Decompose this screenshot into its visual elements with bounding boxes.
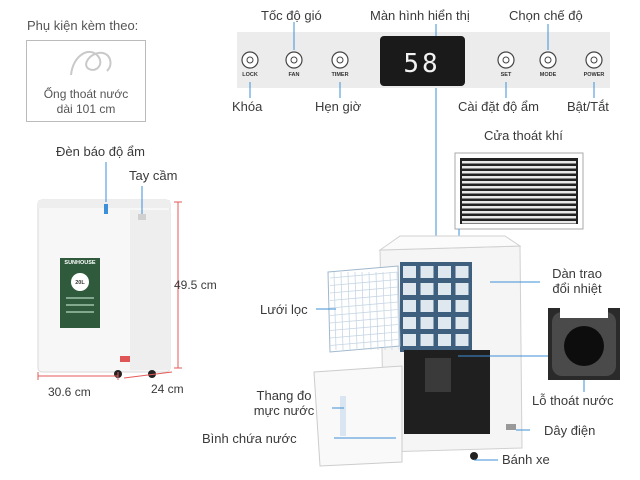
- mode-select-label: Chọn chế độ: [509, 8, 583, 23]
- lock-button[interactable]: LOCK: [241, 51, 259, 78]
- water-gauge-line1: Thang đo: [256, 388, 312, 403]
- air-outlet-grille: [454, 152, 584, 230]
- height-label: 49.5 cm: [174, 278, 217, 292]
- power-button[interactable]: POWER: [584, 51, 605, 78]
- capacity-text: 20L: [75, 280, 85, 286]
- water-tank-label: Bình chứa nước: [202, 431, 297, 446]
- capacity-badge: [71, 273, 89, 291]
- accessory-caption: Ống thoát nước dài 101 cm: [27, 87, 145, 117]
- water-gauge-line2: mực nước: [253, 403, 315, 418]
- accessories-title: Phụ kiện kèm theo:: [27, 18, 139, 33]
- dehumidifier-exploded-view: [313, 235, 523, 467]
- humidity-set-label: Cài đặt độ ẩm: [458, 99, 539, 114]
- set-button-label: SET: [501, 72, 512, 78]
- dimension-lines: [37, 201, 182, 380]
- drain-hole-label: Lỗ thoát nước: [532, 393, 614, 408]
- power-button-label: POWER: [584, 72, 605, 78]
- wheels-label: Bánh xe: [502, 452, 550, 467]
- water-tank: [313, 365, 403, 467]
- timer-button[interactable]: TIMER: [331, 51, 349, 78]
- lock-button-label: LOCK: [242, 72, 258, 78]
- accessory-box: Ống thoát nước dài 101 cm: [26, 40, 146, 122]
- filter-label: Lưới lọc: [260, 302, 308, 317]
- timer-label: Hẹn giờ: [315, 99, 362, 114]
- panel-buttons: LOCK FAN TIMER SET MODE POWER: [241, 51, 605, 78]
- timer-button-label: TIMER: [331, 72, 348, 78]
- hose-line2: dài 101 cm: [56, 102, 116, 116]
- fan-button[interactable]: FAN: [285, 51, 303, 78]
- depth-label: 24 cm: [151, 382, 184, 396]
- hose-icon: [70, 50, 112, 76]
- hose-line1: Ống thoát nước: [43, 87, 129, 101]
- heat-exchanger-label: Dàn trao đổi nhiệt: [542, 266, 612, 296]
- mode-button-label: MODE: [540, 72, 557, 78]
- brand-text: SUNHOUSE: [64, 260, 96, 266]
- mode-button[interactable]: MODE: [539, 51, 557, 78]
- water-level-gauge: [340, 396, 346, 436]
- width-label: 30.6 cm: [48, 385, 91, 399]
- display-screen: [380, 36, 465, 86]
- water-gauge-label: Thang đo mực nước: [236, 388, 332, 418]
- heat-exchanger-line2: đổi nhiệt: [552, 281, 602, 296]
- set-button[interactable]: SET: [497, 51, 515, 78]
- filter: [327, 265, 401, 353]
- display-label: Màn hình hiển thị: [370, 8, 470, 23]
- handle: [138, 214, 146, 220]
- drain-hole-closeup: [548, 306, 620, 380]
- humidity-light-label: Đèn báo độ ẩm: [56, 144, 145, 159]
- display-value: 58: [403, 49, 440, 79]
- heat-exchanger-line1: Dàn trao: [552, 266, 602, 281]
- air-outlet-label: Cửa thoát khí: [484, 128, 563, 143]
- product-label-panel: [60, 258, 100, 328]
- power-label: Bật/Tắt: [567, 99, 609, 114]
- humidity-indicator-light: [104, 204, 108, 214]
- fan-speed-label: Tốc độ gió: [261, 8, 322, 23]
- lock-label: Khóa: [232, 99, 263, 114]
- handle-label: Tay cầm: [129, 168, 178, 183]
- power-cord-label: Dây điện: [544, 423, 596, 438]
- dehumidifier-front-view: SUNHOUSE 20L: [37, 199, 171, 378]
- fan-button-label: FAN: [289, 72, 300, 78]
